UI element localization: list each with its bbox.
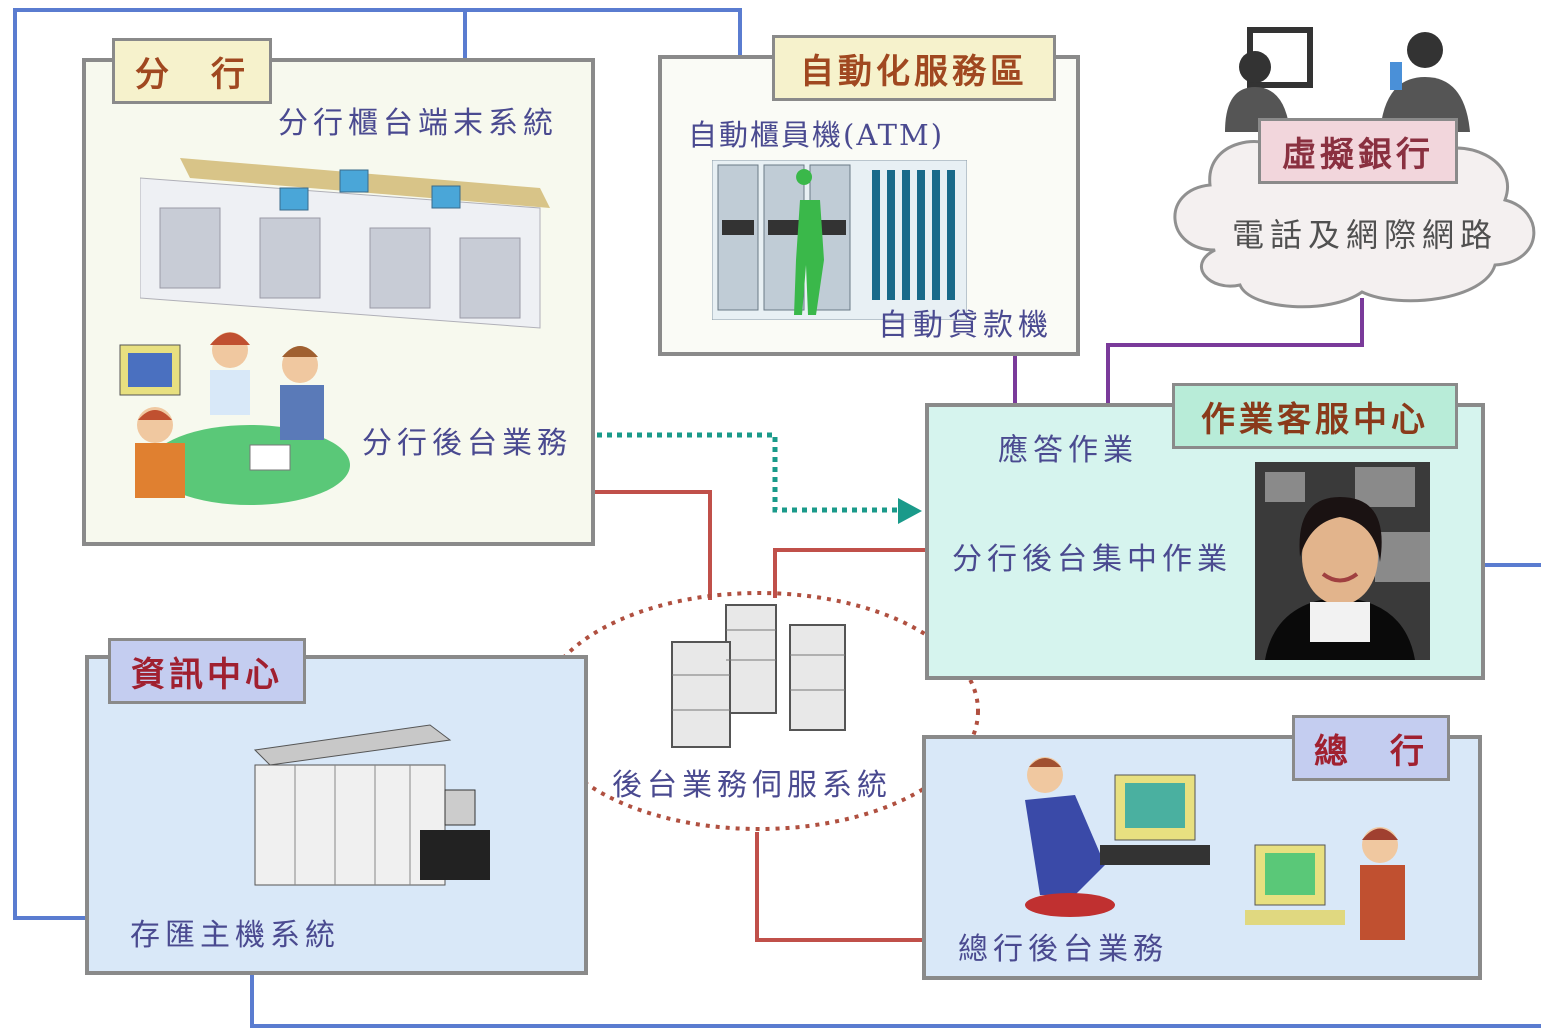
branch-title-tag: 分 行 — [112, 38, 272, 104]
server-system-label: 後台業務伺服系統 — [612, 768, 892, 803]
server-rack-illustration — [671, 604, 846, 748]
ops-center-title-tag: 作業客服中心 — [1172, 383, 1458, 449]
virtual-bank-title-tag: 虛擬銀行 — [1258, 118, 1458, 184]
operator-photo — [1255, 462, 1430, 660]
dotted-arrow-line — [597, 432, 900, 513]
loan-machine-label: 自動貸款機 — [878, 308, 1053, 343]
info-center-title-tag: 資訊中心 — [108, 638, 306, 704]
mainframe-illustration — [253, 724, 490, 886]
purple-link-virtual — [1106, 298, 1364, 403]
people-silhouette-illustration — [1225, 27, 1470, 132]
arrow-head — [898, 498, 922, 524]
red-link-hq — [755, 832, 922, 942]
hq-title-tag: 總 行 — [1292, 715, 1450, 781]
atm-illustration — [712, 160, 967, 320]
response-operation-label: 應答作業 — [998, 433, 1138, 468]
atm-label: 自動櫃員機(ATM) — [688, 118, 945, 152]
host-system-label: 存匯主機系統 — [130, 918, 340, 953]
red-link-branch — [595, 490, 712, 600]
hq-staff-illustration — [1025, 757, 1405, 940]
auto-zone-title-tag: 自動化服務區 — [772, 35, 1056, 101]
branch-staff-illustration — [119, 332, 350, 505]
phone-internet-label: 電話及網際網路 — [1232, 216, 1499, 254]
red-link-ops — [773, 548, 928, 598]
hq-backoffice-label: 總行後台業務 — [958, 932, 1168, 967]
central-backoffice-label: 分行後台集中作業 — [952, 542, 1232, 577]
branch-backoffice-label: 分行後台業務 — [362, 426, 572, 461]
blue-link-bottom — [250, 958, 1541, 1028]
branch-terminal-label: 分行櫃台端末系統 — [278, 106, 558, 141]
counter-illustration — [140, 158, 550, 329]
blue-link-branch-top — [13, 8, 742, 920]
